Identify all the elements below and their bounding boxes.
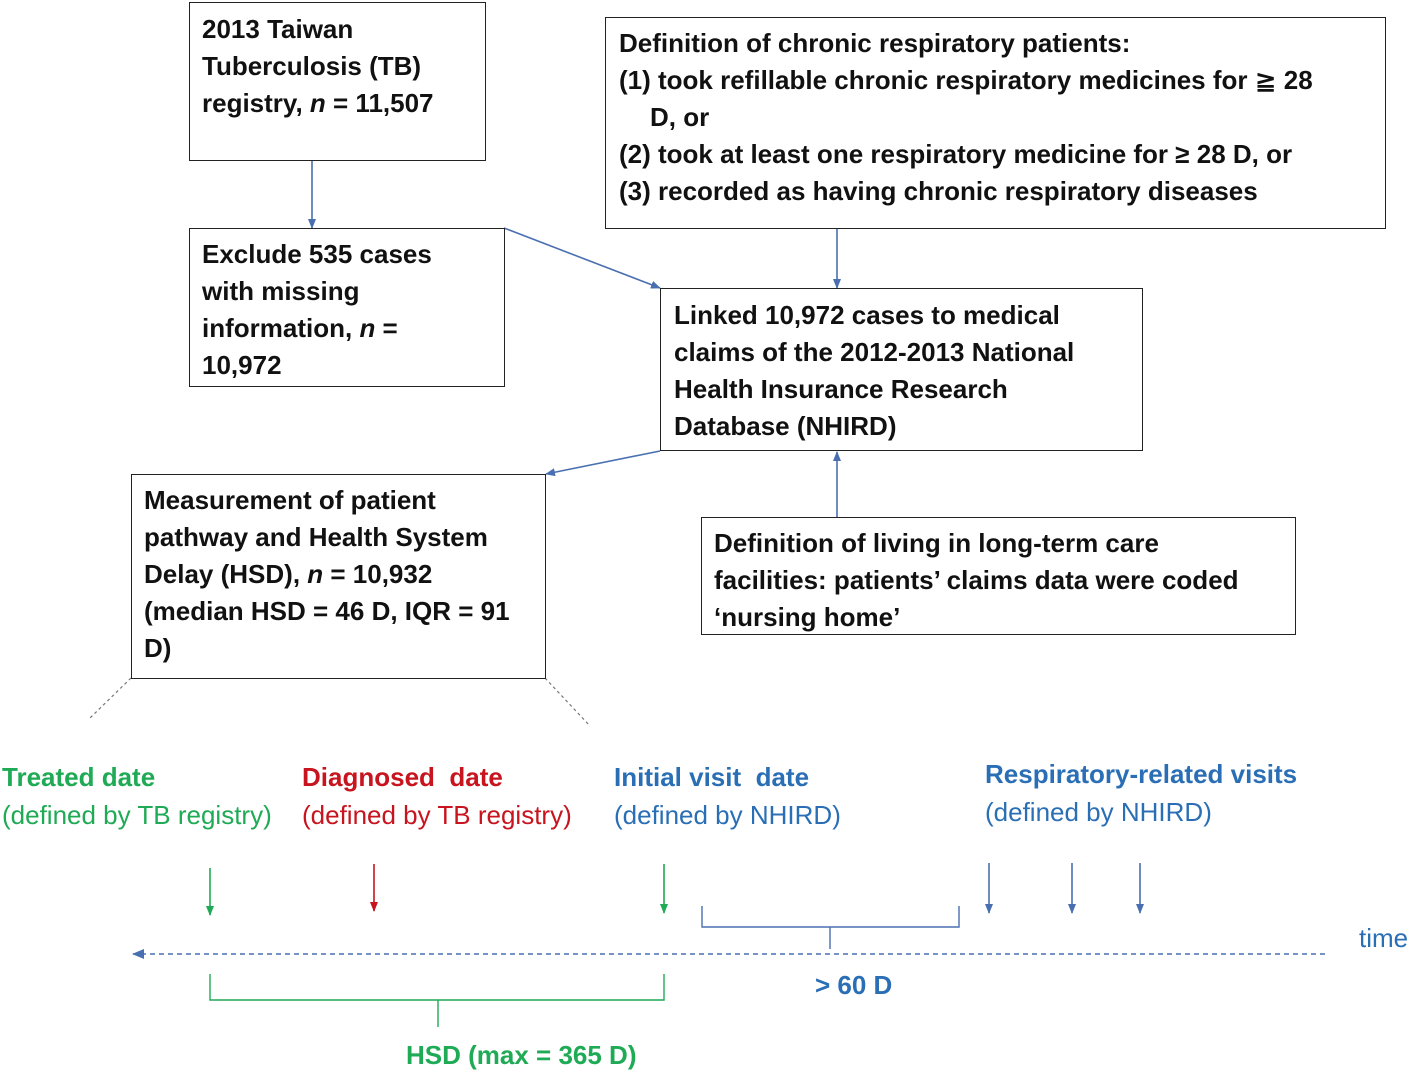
zoom-line-right	[544, 677, 591, 727]
label-initial-visit: Initial visit date (defined by NHIRD)	[614, 760, 841, 832]
resp-sub: (defined by NHIRD)	[985, 797, 1212, 827]
box-registry-line3-pre: registry,	[202, 88, 310, 118]
box-tb-registry: 2013 Taiwan Tuberculosis (TB) registry, …	[189, 2, 486, 161]
linked-line3: Health Insurance Research	[674, 374, 1008, 404]
box-registry-n: n	[309, 88, 326, 118]
measurement-line3-post: = 10,932	[323, 559, 433, 589]
box-long-term-care: Definition of living in long-term care f…	[701, 517, 1296, 635]
box-exclude-line1: Exclude 535 cases	[202, 239, 432, 269]
box-exclude-missing: Exclude 535 cases with missing informati…	[189, 228, 505, 387]
time-label: time	[1359, 923, 1409, 953]
chronic-title: Definition of chronic respiratory patien…	[619, 28, 1131, 58]
measurement-line3-pre: Delay (HSD),	[144, 559, 308, 589]
measurement-line5: D)	[144, 633, 172, 663]
chronic-item1b: D, or	[650, 102, 710, 132]
ltc-line2: facilities: patients’ claims data were c…	[714, 565, 1239, 595]
label-treated-date: Treated date (defined by TB registry)	[2, 760, 272, 832]
label-respiratory-visits: Respiratory-related visits (defined by N…	[985, 757, 1297, 829]
measurement-line2: pathway and Health System	[144, 522, 488, 552]
measurement-line4: (median HSD = 46 D, IQR = 91	[144, 596, 510, 626]
hsd-label: HSD (max = 365 D)	[406, 1040, 637, 1070]
gap-label: > 60 D	[815, 970, 893, 1000]
bracket-gap	[701, 906, 960, 949]
box-registry-line2: Tuberculosis (TB)	[202, 51, 422, 81]
resp-title: Respiratory-related visits	[985, 759, 1298, 789]
box-exclude-line3-post: =	[375, 313, 398, 343]
diagnosed-sub: (defined by TB registry)	[302, 800, 572, 830]
box-exclude-line3-pre: information,	[202, 313, 360, 343]
box-exclude-line2: with missing	[202, 276, 360, 306]
linked-line2: claims of the 2012-2013 National	[674, 337, 1075, 367]
box-exclude-line4: 10,972	[202, 350, 282, 380]
ltc-line3: ‘nursing home’	[714, 602, 901, 632]
diagnosed-title: Diagnosed date	[302, 762, 503, 792]
chronic-item3: (3) recorded as having chronic respirato…	[619, 176, 1258, 206]
ltc-line1: Definition of living in long-term care	[714, 528, 1159, 558]
treated-sub: (defined by TB registry)	[2, 800, 272, 830]
box-measurement-hsd: Measurement of patient pathway and Healt…	[131, 474, 546, 679]
linked-line1: Linked 10,972 cases to medical	[674, 300, 1060, 330]
box-registry-line3-post: = 11,507	[325, 88, 434, 118]
initial-sub: (defined by NHIRD)	[614, 800, 841, 830]
chronic-item1a: (1) took refillable chronic respiratory …	[619, 65, 1313, 95]
arrow-linked-to-measurement	[545, 450, 661, 477]
chronic-item2: (2) took at least one respiratory medici…	[619, 139, 1293, 169]
zoom-line-left	[89, 677, 132, 719]
label-diagnosed-date: Diagnosed date (defined by TB registry)	[302, 760, 572, 832]
initial-title: Initial visit date	[614, 762, 810, 792]
measurement-n: n	[307, 559, 324, 589]
box-chronic-definition: Definition of chronic respiratory patien…	[605, 17, 1386, 229]
measurement-line1: Measurement of patient	[144, 485, 436, 515]
box-registry-line1: 2013 Taiwan	[202, 14, 354, 44]
bracket-hsd	[209, 974, 665, 1027]
treated-title: Treated date	[2, 762, 156, 792]
linked-line4: Database (NHIRD)	[674, 411, 897, 441]
box-exclude-n: n	[359, 313, 376, 343]
box-linked-nhird: Linked 10,972 cases to medical claims of…	[660, 288, 1143, 451]
arrow-exclude-to-linked	[503, 227, 661, 289]
